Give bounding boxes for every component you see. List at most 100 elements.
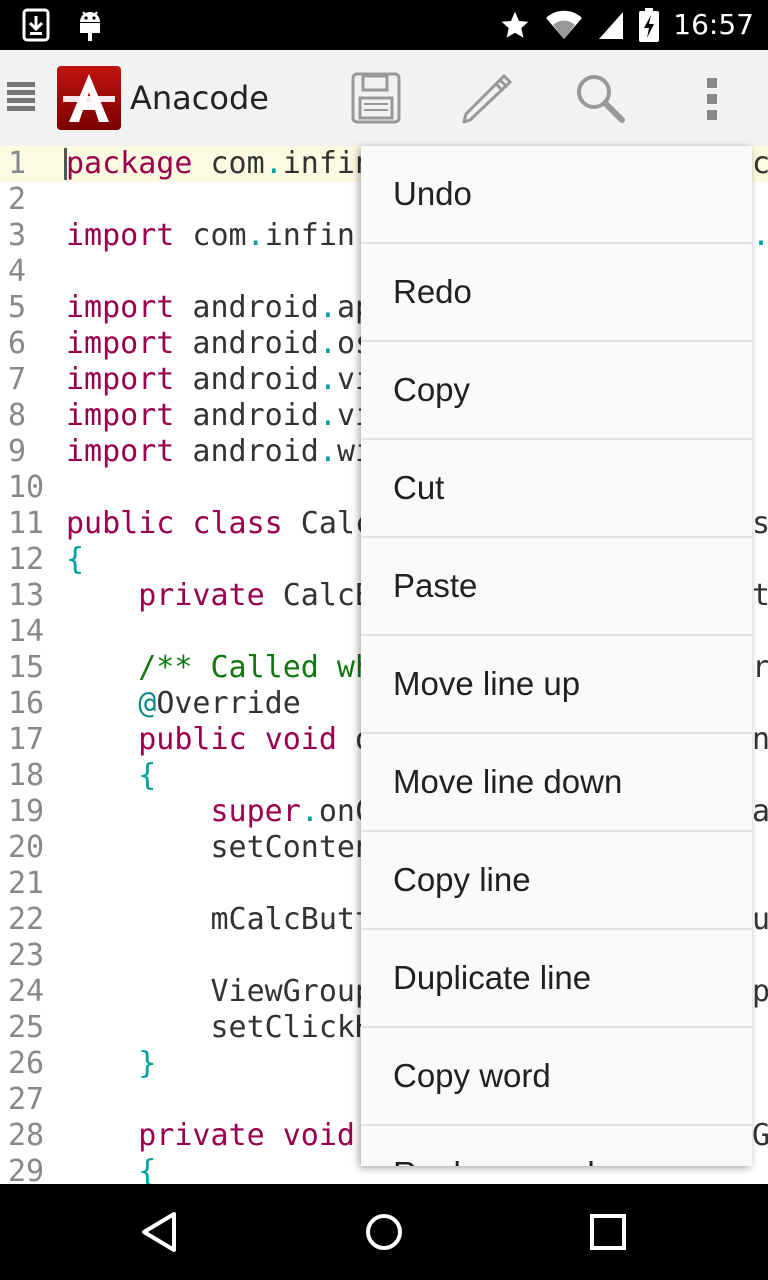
line-number: 10 <box>8 470 45 505</box>
menu-item-label: Undo <box>393 175 472 212</box>
code-line[interactable]: 4 <box>0 254 768 290</box>
back-icon[interactable] <box>136 1208 184 1256</box>
code-token: public <box>66 506 175 541</box>
menu-item-cut[interactable]: Cut <box>361 440 752 538</box>
menu-item-undo[interactable]: Undo <box>361 146 752 244</box>
menu-item-duplicate-line[interactable]: Duplicate line <box>361 930 752 1028</box>
code-token: { <box>138 758 157 793</box>
line-number: 26 <box>8 1046 45 1081</box>
code-line[interactable]: 16 @Override <box>0 686 768 722</box>
code-line[interactable]: 7 import android.vi <box>0 362 768 398</box>
menu-item-label: Move line down <box>393 763 623 800</box>
recent-apps-icon[interactable] <box>584 1208 632 1256</box>
code-text: setClickH <box>66 1010 373 1046</box>
code-overflow-fragment: G <box>752 1118 768 1153</box>
code-overflow-fragment: p <box>752 974 768 1009</box>
code-overflow-fragment: t <box>752 578 768 613</box>
code-line[interactable]: 29 { <box>0 1154 768 1184</box>
code-token: CalcB <box>264 578 374 613</box>
action-bar: Anacode <box>0 50 768 146</box>
code-text: import android.wi <box>66 434 373 470</box>
code-line[interactable]: 12{ <box>0 542 768 578</box>
code-token: android <box>174 398 319 433</box>
download-icon <box>22 8 50 42</box>
menu-item-replace-word[interactable]: Replace word <box>361 1126 752 1166</box>
line-number: 14 <box>8 614 45 649</box>
code-line[interactable]: 20 setConten <box>0 830 768 866</box>
anacode-logo-icon <box>63 74 115 122</box>
code-token: mCalcButt <box>66 902 374 937</box>
code-line[interactable]: 26 } <box>0 1046 768 1082</box>
code-line[interactable]: 25 setClickH <box>0 1010 768 1046</box>
drawer-menu-icon[interactable] <box>6 80 36 114</box>
line-number: 18 <box>8 758 45 793</box>
menu-item-copy-line[interactable]: Copy line <box>361 832 752 930</box>
code-text: import com.infin <box>66 218 355 254</box>
code-token: import <box>66 362 175 397</box>
overflow-menu-icon[interactable] <box>690 68 734 128</box>
line-number: 25 <box>8 1010 45 1045</box>
code-token: . <box>264 146 283 181</box>
menu-item-move-line-up[interactable]: Move line up <box>361 636 752 734</box>
menu-item-copy[interactable]: Copy <box>361 342 752 440</box>
menu-item-copy-word[interactable]: Copy word <box>361 1028 752 1126</box>
search-icon[interactable] <box>570 68 630 128</box>
menu-item-label: Cut <box>393 469 445 506</box>
menu-item-move-line-down[interactable]: Move line down <box>361 734 752 832</box>
code-line[interactable]: 27 <box>0 1082 768 1118</box>
code-token: import <box>66 218 175 253</box>
code-token: private <box>138 1118 265 1153</box>
code-overflow-fragment: a <box>752 794 768 829</box>
code-token: . <box>300 794 319 829</box>
line-number: 21 <box>8 866 45 901</box>
navigation-bar <box>0 1184 768 1280</box>
code-token: package <box>66 146 193 181</box>
code-token: class <box>192 506 283 541</box>
code-line[interactable]: 23 <box>0 938 768 974</box>
code-token: @ <box>138 686 157 721</box>
home-icon[interactable] <box>360 1208 408 1256</box>
code-token: import <box>66 398 175 433</box>
code-token: } <box>138 1046 157 1081</box>
code-line[interactable]: 14 <box>0 614 768 650</box>
code-line[interactable]: 2 <box>0 182 768 218</box>
menu-item-paste[interactable]: Paste <box>361 538 752 636</box>
code-token: . <box>318 362 337 397</box>
line-number: 13 <box>8 578 45 613</box>
code-line[interactable]: 10 <box>0 470 768 506</box>
code-token: . <box>318 434 337 469</box>
code-token: . <box>318 290 337 325</box>
code-token: . <box>246 218 265 253</box>
code-token <box>174 506 192 541</box>
code-text: super.onC <box>66 794 374 830</box>
line-number: 11 <box>8 506 45 541</box>
pencil-icon[interactable] <box>456 68 516 128</box>
app-logo <box>57 66 121 130</box>
code-token: import <box>66 290 175 325</box>
status-bar: 16:57 <box>0 0 768 50</box>
line-number: 19 <box>8 794 45 829</box>
code-line[interactable]: 18 { <box>0 758 768 794</box>
code-text: ViewGroup <box>66 974 373 1010</box>
code-text: import android.vi <box>66 362 373 398</box>
save-icon[interactable] <box>346 68 406 128</box>
line-number: 8 <box>8 398 27 433</box>
code-text: public void o <box>66 722 373 758</box>
code-text: /** Called wh <box>66 650 373 686</box>
battery-charging-icon <box>639 8 660 42</box>
menu-item-redo[interactable]: Redo <box>361 244 752 342</box>
line-number: 7 <box>8 362 27 397</box>
code-token: android <box>174 362 319 397</box>
code-token <box>66 722 138 757</box>
code-line[interactable]: 21 <box>0 866 768 902</box>
